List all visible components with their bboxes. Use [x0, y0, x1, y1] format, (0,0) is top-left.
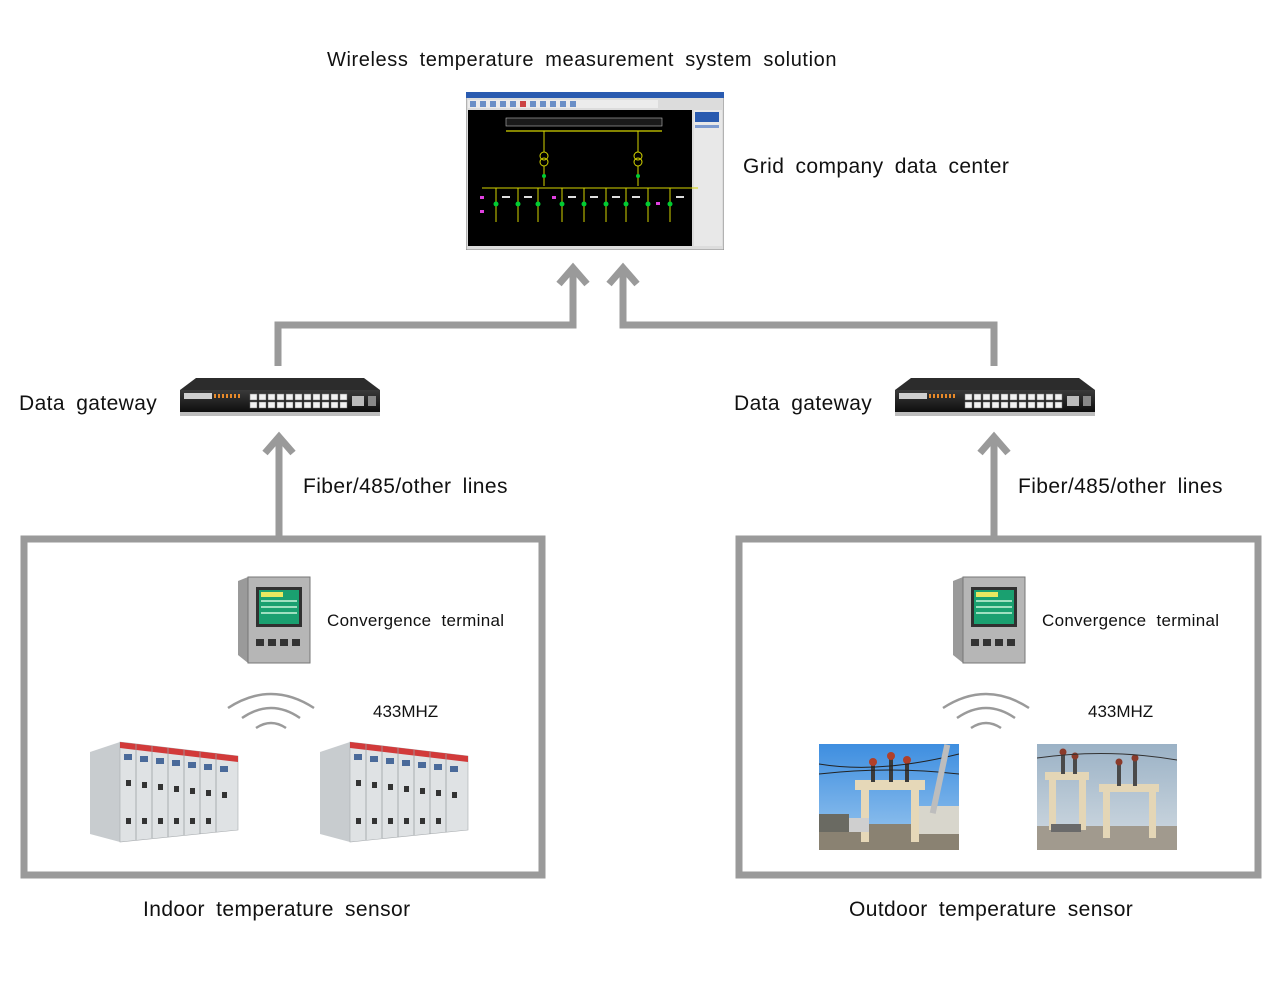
- wireless-signal-icon-right: [939, 684, 1033, 730]
- link-label-right: Fiber/485/other lines: [1018, 475, 1223, 498]
- right-arrowhead: [606, 262, 640, 287]
- frequency-label-left: 433MHZ: [373, 702, 439, 721]
- gateway-device-right: [893, 376, 1097, 424]
- convergence-terminal-left: [234, 575, 314, 667]
- left-gateway-uplink: [274, 268, 577, 366]
- indoor-sensor-label: Indoor temperature sensor: [143, 898, 411, 921]
- switchgear-cabinet-2: [318, 740, 472, 844]
- left-box-arrowhead: [262, 431, 296, 456]
- left-arrowhead: [556, 262, 590, 287]
- right-gateway-uplink: [619, 268, 998, 366]
- terminal-label-right: Convergence terminal: [1042, 611, 1220, 630]
- outdoor-substation-photo-2: [1036, 744, 1178, 850]
- gateway-label-left: Data gateway: [19, 392, 158, 415]
- wireless-signal-icon-left: [224, 684, 318, 730]
- switchgear-cabinet-1: [88, 740, 242, 844]
- outdoor-substation-photo-1: [818, 744, 960, 850]
- gateway-label-right: Data gateway: [734, 392, 873, 415]
- frequency-label-right: 433MHZ: [1088, 702, 1154, 721]
- right-box-arrowhead: [977, 431, 1011, 456]
- outdoor-sensor-label: Outdoor temperature sensor: [849, 898, 1134, 921]
- diagram-title: Wireless temperature measurement system …: [327, 49, 838, 71]
- data-center-label: Grid company data center: [743, 155, 1010, 178]
- outdoor-box: [735, 535, 1262, 879]
- gateway-device-left: [178, 376, 382, 424]
- link-label-left: Fiber/485/other lines: [303, 475, 508, 498]
- indoor-box: [20, 535, 546, 879]
- terminal-label-left: Convergence terminal: [327, 611, 505, 630]
- convergence-terminal-right: [949, 575, 1029, 667]
- data-center-monitor: [465, 91, 725, 251]
